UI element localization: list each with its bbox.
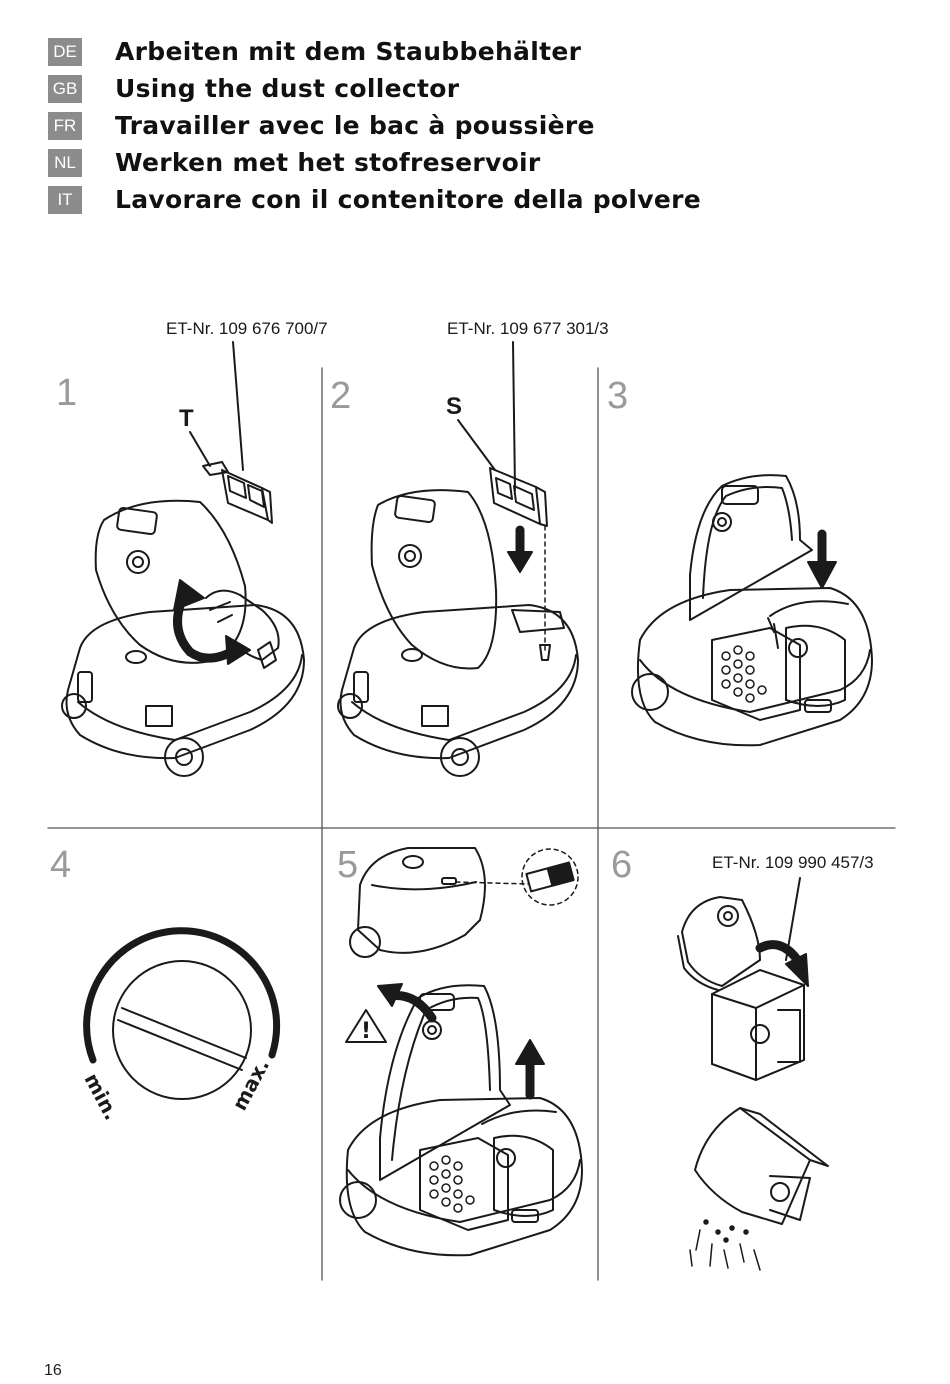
gauge-min-label: min. [80,1069,124,1124]
step-number-4: 4 [50,844,71,886]
gauge-max-label: max. [227,1055,274,1115]
step6-illustration [678,878,828,1270]
step-number-6: 6 [611,844,632,886]
panel-grid [48,368,895,1280]
step5-illustration: ! [340,848,582,1255]
step-number-1: 1 [56,372,77,414]
part-number-2: ET-Nr. 109 677 301/3 [447,319,609,338]
step4-gauge: min. max. [80,931,277,1124]
step-number-5: 5 [337,844,358,886]
callout-s: S [446,393,462,420]
part-number-6: ET-Nr. 109 990 457/3 [712,853,874,872]
step-number-3: 3 [607,375,628,417]
part-number-1: ET-Nr. 109 676 700/7 [166,319,328,338]
step-number-2: 2 [330,375,351,417]
page-number: 16 [44,1362,62,1380]
callout-t: T [179,405,194,432]
warning-sign: ! [361,1019,371,1044]
step3-illustration [632,475,872,745]
